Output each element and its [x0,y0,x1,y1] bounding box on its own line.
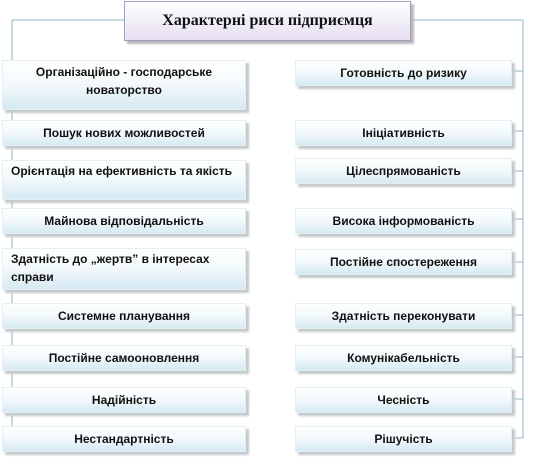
left-item-6: Системне планування [2,303,246,329]
left-item-3: Орієнтація на ефективність та якість [2,160,246,200]
right-item-3: Цілеспрямованість [295,158,512,184]
left-item-7: Постійне самооновлення [2,345,246,371]
right-item-7: Комунікабельність [295,345,512,371]
right-item-9: Рішучість [295,426,512,452]
left-item-1: Організаційно - господарське новаторство [2,60,246,110]
right-item-8: Чесність [295,387,512,413]
right-item-4: Висока інформованість [295,208,512,234]
left-item-4: Майнова відповідальність [2,208,246,234]
left-item-8: Надійність [2,387,246,413]
right-item-2: Ініціативність [295,120,512,146]
left-item-9: Нестандартність [2,426,246,452]
diagram-title: Характерні риси підприємця [124,1,411,41]
right-item-5: Постійне спостереження [295,249,512,275]
right-item-6: Здатність переконувати [295,303,512,329]
left-item-2: Пошук нових можливостей [2,120,246,146]
right-item-1: Готовність до ризику [295,60,512,86]
left-item-5: Здатність до „жертв” в інтересах справи [2,248,246,290]
